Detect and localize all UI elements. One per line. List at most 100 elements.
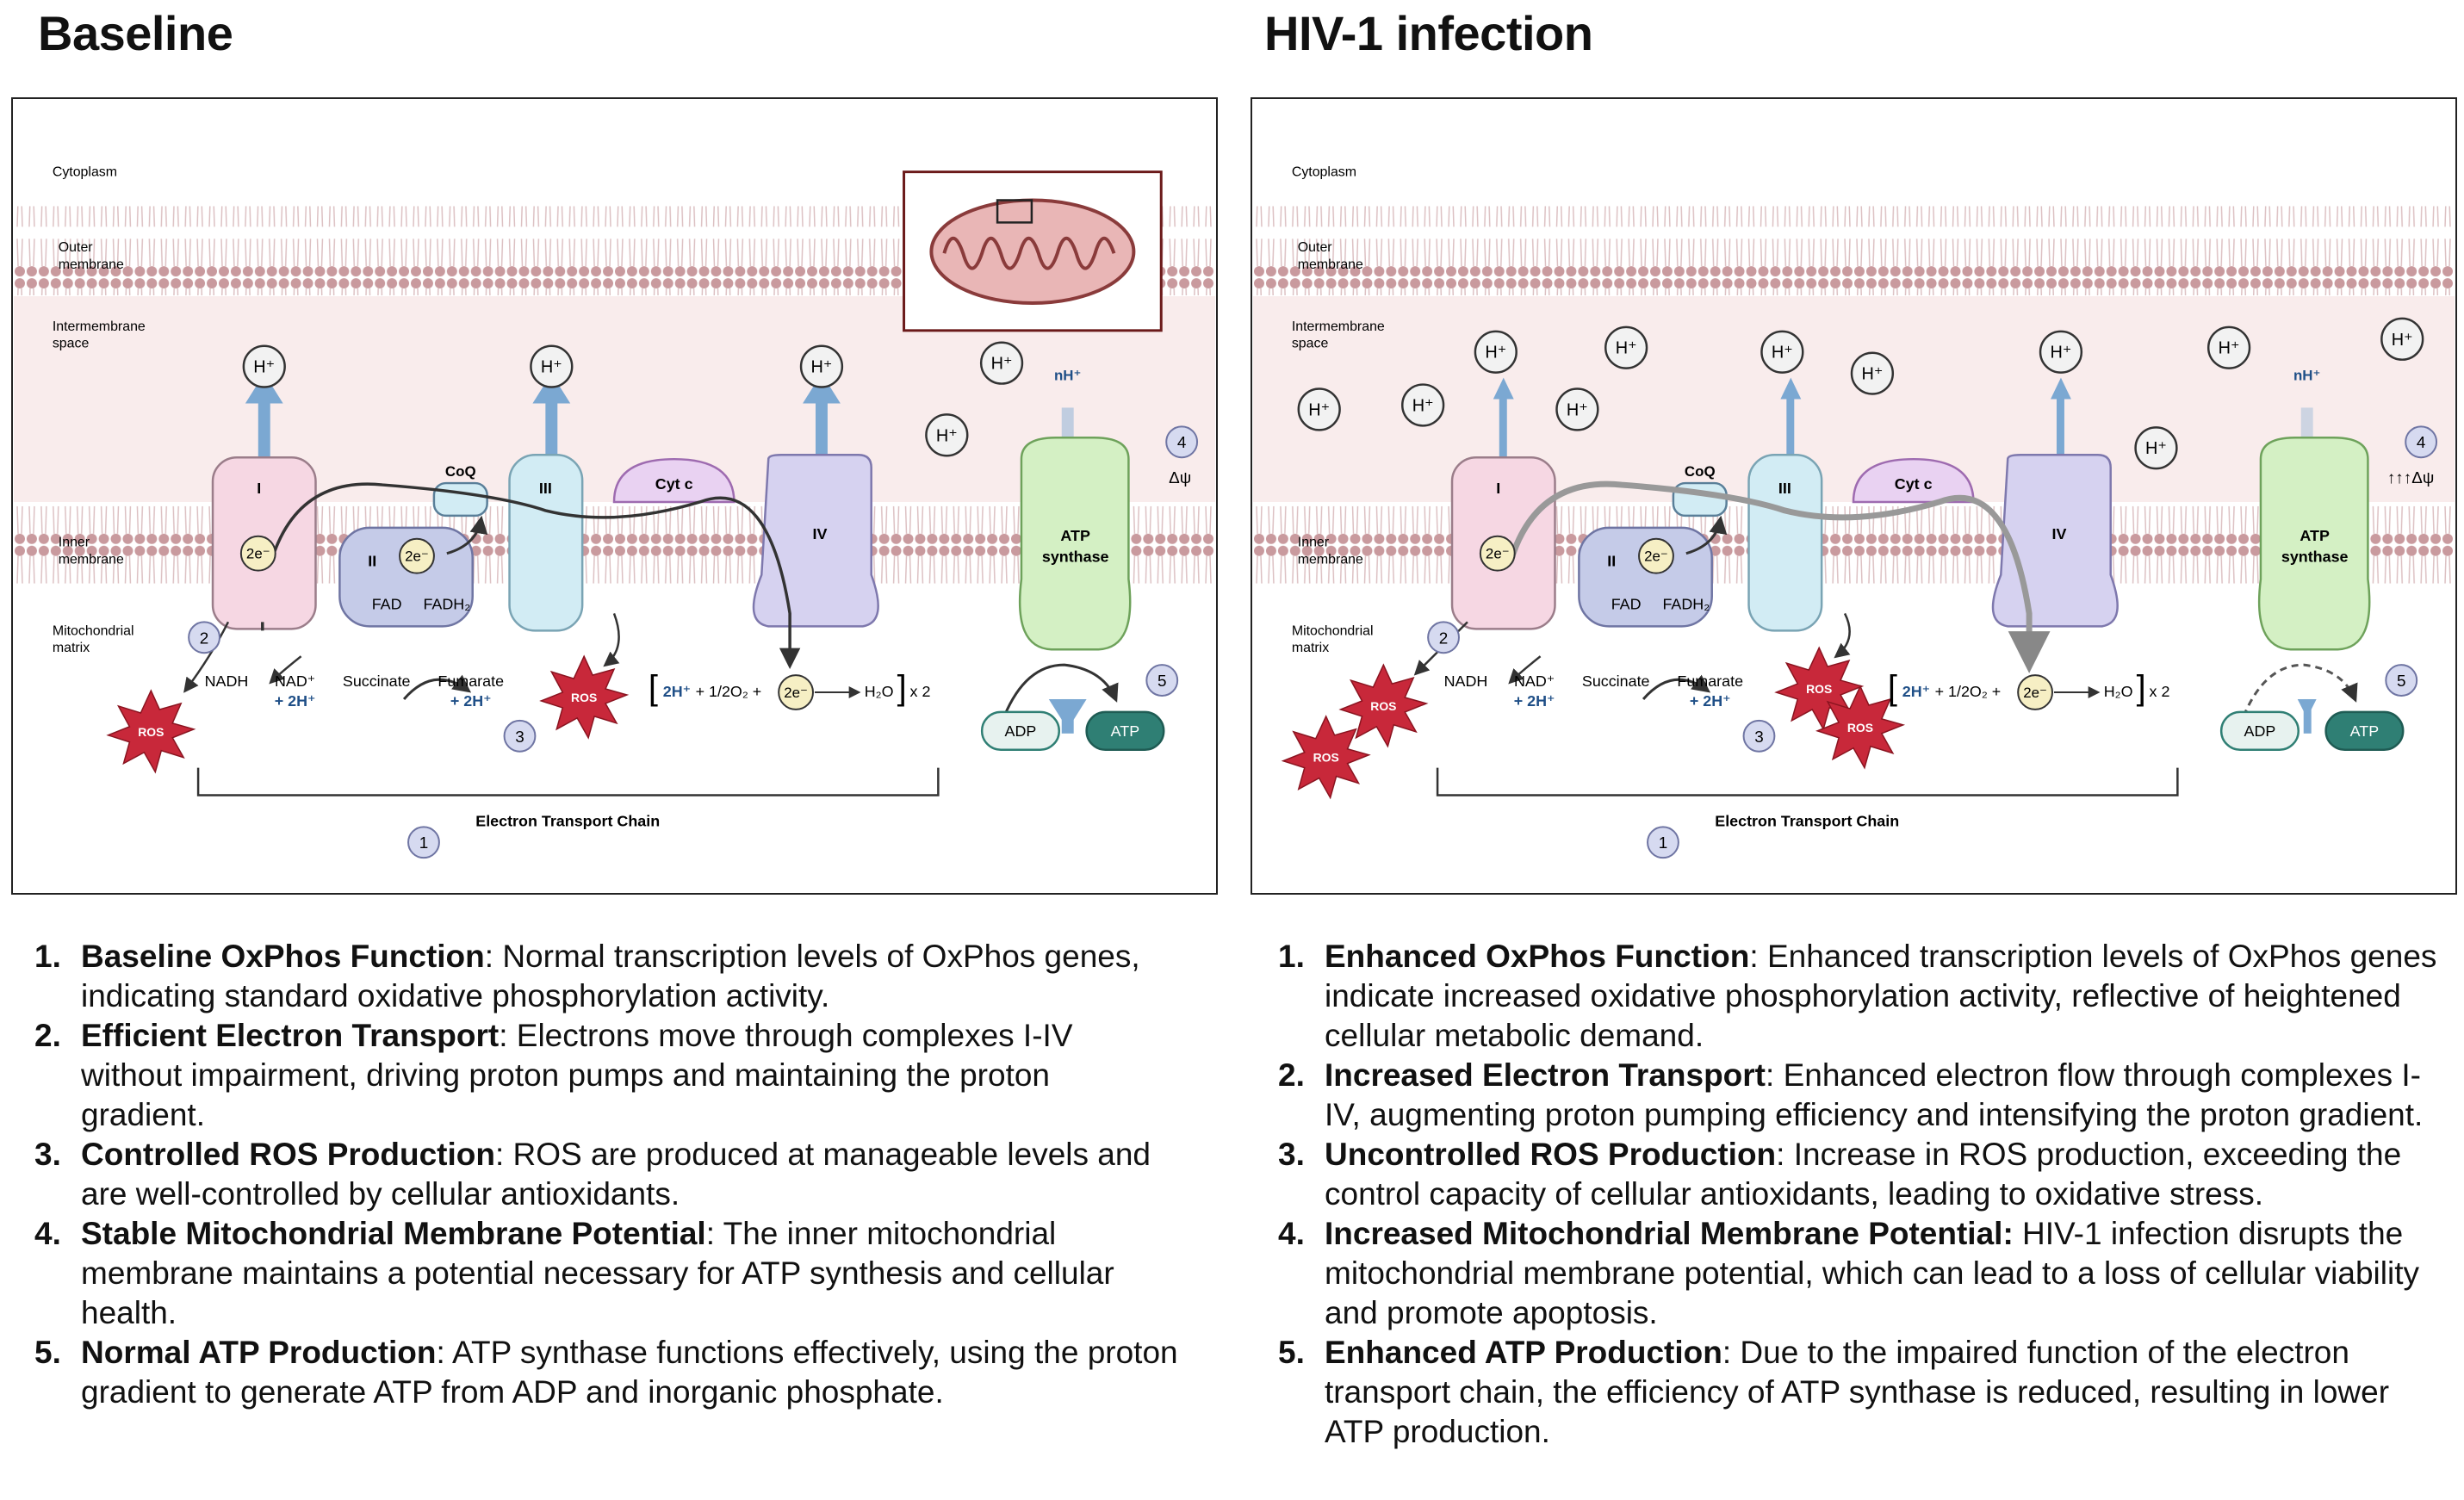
coq [432, 481, 488, 518]
ims-label-1: Intermembrane [53, 319, 146, 334]
cyt-c-label: Cyt c [1895, 475, 1933, 493]
adp-label: ADP [1005, 722, 1037, 740]
proton-6: H⁺ [2392, 331, 2413, 350]
succinate-label: Succinate [343, 673, 411, 690]
atp-synthase-label-1: ATP [1060, 527, 1090, 544]
number-badges: 1 2 3 4 5 [188, 425, 1199, 859]
delta-psi-label: Δψ [1169, 469, 1191, 487]
matrix-label-1: Mitochondrial [53, 623, 134, 638]
ros-burst-4: ROS [1815, 685, 1906, 770]
atp-label: ATP [1111, 722, 1140, 740]
protons: H⁺ H⁺ H⁺ H⁺ H⁺ [242, 341, 1024, 457]
nad-label: NAD⁺ [275, 673, 315, 690]
n-proton-label: nH⁺ [1054, 368, 1081, 384]
badge-4: 4 [1177, 434, 1187, 452]
cyt-c-label: Cyt c [655, 475, 693, 493]
inner-membrane-label-2: membrane [59, 553, 124, 567]
ros-burst-2: ROS [539, 654, 630, 740]
fumarate-2h-label: + 2H⁺ [450, 692, 492, 710]
cytoplasm-label: Cytoplasm [53, 165, 117, 180]
outer-membrane-label-2: membrane [1298, 257, 1363, 272]
complex-ii [338, 526, 474, 628]
proton-9: H⁺ [1567, 400, 1588, 419]
badge-2: 2 [1439, 629, 1449, 648]
badge-5: 5 [2397, 673, 2406, 691]
proton-5: H⁺ [2219, 339, 2240, 358]
proton-5: H⁺ [936, 426, 958, 445]
legend-item: 5.Normal ATP Production: ATP synthase fu… [34, 1335, 1178, 1410]
matrix-label-2: matrix [1292, 641, 1329, 655]
proton-7: H⁺ [1308, 400, 1330, 419]
ros-label-1: ROS [1370, 699, 1396, 713]
etc-diagram-baseline: Cytoplasm Outer membrane Intermembrane s… [14, 165, 1215, 859]
electrons-equation: 2e⁻ [2023, 685, 2047, 701]
complex-ii-label: II [1607, 553, 1616, 570]
eq-bracket-open: [ [1888, 669, 1897, 707]
badge-5: 5 [1158, 673, 1167, 691]
legend-item: 3.Uncontrolled ROS Production: Increase … [1278, 1137, 2402, 1212]
complex-iv-label: IV [2052, 525, 2067, 542]
cytoplasm-label: Cytoplasm [1292, 165, 1356, 180]
complex-iii-label: III [539, 480, 552, 497]
protons: H⁺ H⁺ H⁺ H⁺ H⁺ H⁺ H⁺ H⁺ H⁺ H⁺ H⁺ [1297, 317, 2424, 470]
atp-synthase-label-2: synthase [1042, 549, 1109, 566]
delta-psi-label: ↑↑↑Δψ [2387, 469, 2434, 487]
etc-diagram-hiv: Cytoplasm Outer membrane Intermembrane s… [1253, 165, 2455, 859]
proton-4: H⁺ [2051, 344, 2072, 363]
electrons-equation: 2e⁻ [784, 685, 808, 701]
etc-label: Electron Transport Chain [475, 812, 660, 829]
badge-4: 4 [2417, 434, 2426, 452]
fumarate-label: Fumarate [1677, 673, 1743, 690]
nad-label: NAD⁺ [1514, 673, 1555, 690]
proton-10: H⁺ [1861, 365, 1883, 384]
complex-iii-label: III [1778, 480, 1791, 497]
coq-label: CoQ [1685, 463, 1716, 480]
ros-burst-1: ROS [1338, 663, 1429, 748]
eq-mult: x 2 [2150, 683, 2170, 700]
eq-o2: + 1/2O₂ + [696, 683, 762, 700]
nad-2h-label: + 2H⁺ [1514, 692, 1555, 710]
electron-path [1507, 480, 2051, 673]
fad-label: FAD [1611, 595, 1642, 612]
eq-2h: 2H⁺ [663, 683, 691, 700]
electron-path [261, 482, 790, 665]
eq-bracket-open: [ [649, 669, 658, 707]
fadh2-label: FADH₂ [423, 595, 470, 612]
coq-label: CoQ [445, 463, 476, 480]
eq-bracket-close: ] [897, 669, 907, 707]
nad-2h-label: + 2H⁺ [275, 692, 316, 710]
ros-burst-2: ROS [1281, 715, 1371, 800]
fadh2-label: FADH₂ [1662, 595, 1710, 612]
complex-iii [508, 453, 584, 632]
outer-membrane-label-1: Outer [1298, 240, 1333, 255]
proton-2: H⁺ [541, 358, 562, 377]
adp-pill [980, 710, 1061, 751]
ros-label-1: ROS [138, 725, 164, 739]
ros-label-4: ROS [1847, 721, 1873, 735]
badge-3: 3 [1754, 728, 1764, 747]
nadh-label: NADH [1444, 673, 1488, 690]
panel-title-baseline: Baseline [38, 6, 233, 60]
etc-bracket [196, 767, 940, 796]
legend-item: 1.Enhanced OxPhos Function: Enhanced tra… [1278, 939, 2437, 1053]
legend-hiv: 1.Enhanced OxPhos Function: Enhanced tra… [1278, 937, 2441, 1452]
outer-membrane [1253, 206, 2455, 296]
number-badges: 1 2 3 4 5 [1427, 425, 2438, 859]
eq-h2o: H₂O [2104, 683, 2133, 700]
electrons-complex-i: 2e⁻ [246, 546, 270, 562]
electrons-complex-ii: 2e⁻ [405, 549, 429, 565]
legend-item: 3.Controlled ROS Production: ROS are pro… [34, 1137, 1151, 1212]
proton-3: H⁺ [811, 358, 833, 377]
proton-3: H⁺ [1772, 344, 1793, 363]
fumarate-2h-label: + 2H⁺ [1690, 692, 1731, 710]
panel-title-hiv: HIV-1 infection [1264, 6, 1593, 60]
proton-1: H⁺ [1485, 344, 1506, 363]
legend-item: 1.Baseline OxPhos Function: Normal trans… [34, 939, 1140, 1013]
mitochondrion-inset [903, 170, 1163, 332]
eq-o2: + 1/2O₂ + [1935, 683, 2002, 700]
complex-ii-label: II [368, 553, 376, 570]
ims-label-1: Intermembrane [1292, 319, 1385, 334]
electron-carriers: 2e⁻ 2e⁻ 2e⁻ [1479, 535, 2053, 710]
nadh-label: NADH [205, 673, 249, 690]
atp-label: ATP [2350, 722, 2380, 740]
